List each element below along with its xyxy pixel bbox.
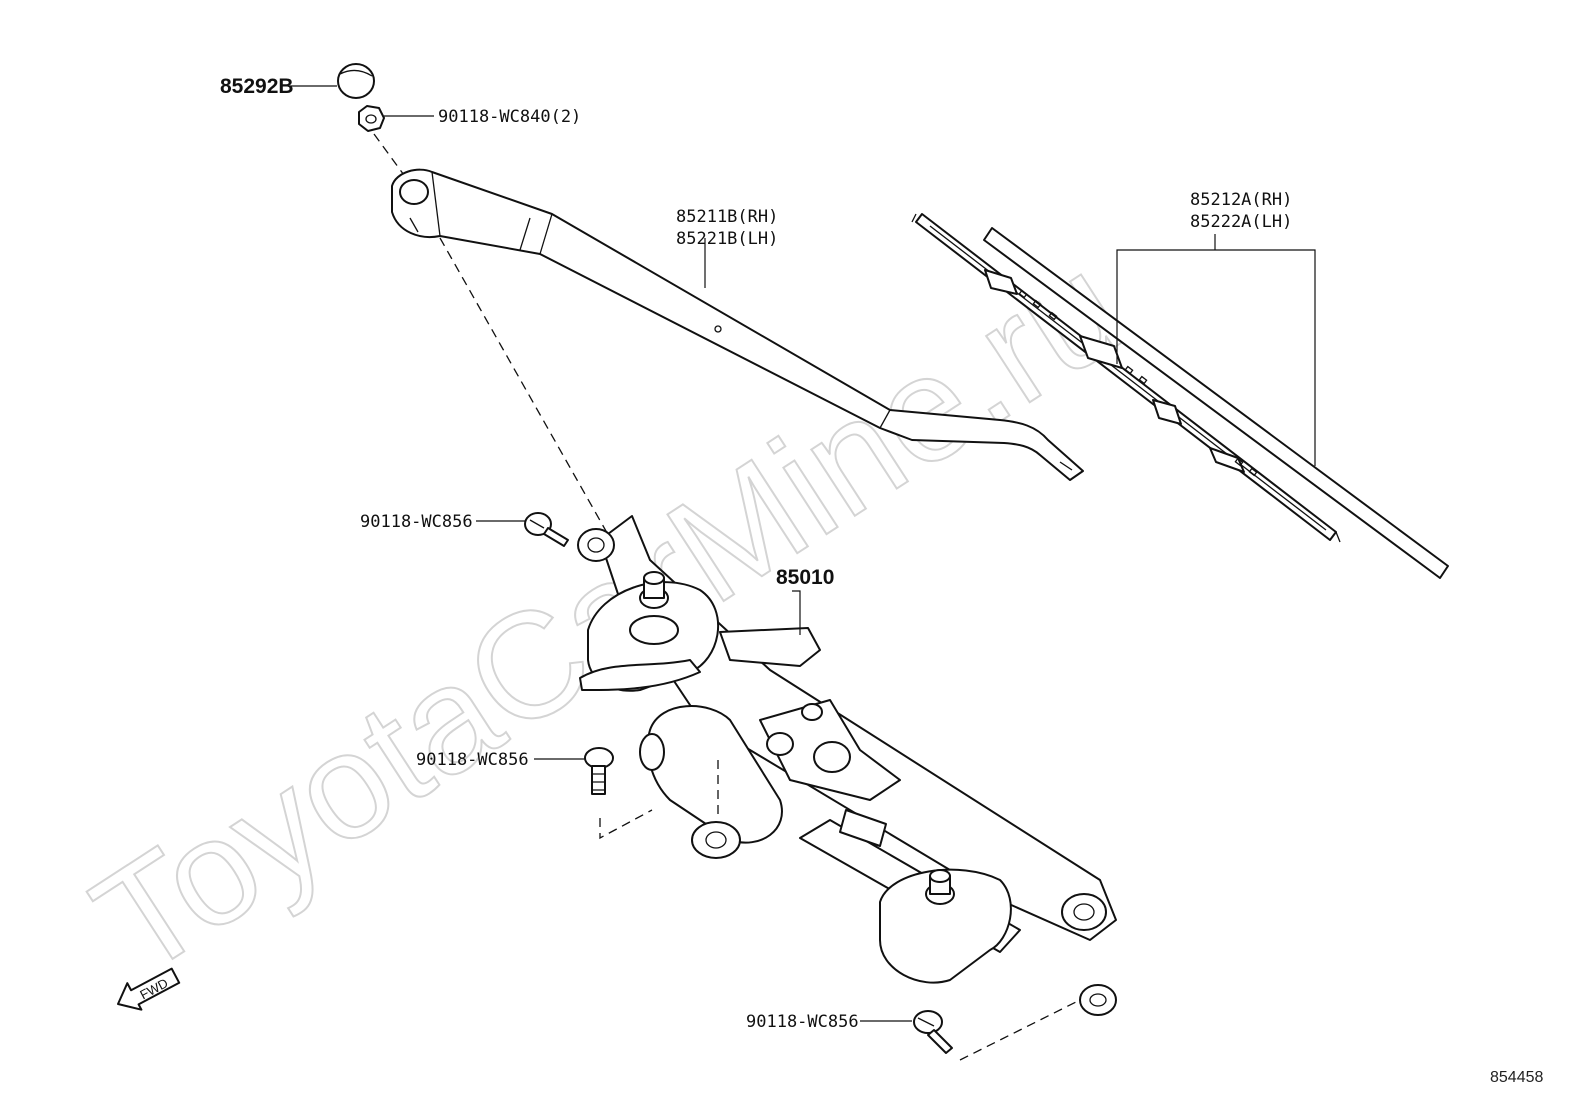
bolt-middle-part-label[interactable]: 90118-WC856 [416,750,529,770]
wiper-link-motor-assembly[interactable] [577,515,1117,1016]
bolt-lower[interactable] [913,1010,953,1054]
nut-part-label[interactable]: 90118-WC840(2) [438,107,581,127]
bolt-middle[interactable] [584,747,614,795]
link-assembly-part-label[interactable]: 85010 [776,566,834,589]
wiper-arm[interactable] [391,168,1084,481]
blade-lh-part-label[interactable]: 85222A(LH) [1190,212,1292,232]
arm-rh-part-label[interactable]: 85211B(RH) [676,207,778,227]
arm-nut[interactable] [358,105,385,132]
blade-rh-part-label[interactable]: 85212A(RH) [1190,190,1292,210]
cap-part-label[interactable]: 85292B [220,75,294,98]
wiper-arm-cap[interactable] [337,63,375,99]
diagram-number: 854458 [1490,1069,1543,1086]
bolt-lower-part-label[interactable]: 90118-WC856 [746,1012,859,1032]
arm-lh-part-label[interactable]: 85221B(LH) [676,229,778,249]
wiper-blade[interactable] [911,213,1449,579]
bolt-upper[interactable] [524,512,569,547]
bolt-upper-part-label[interactable]: 90118-WC856 [360,512,473,532]
